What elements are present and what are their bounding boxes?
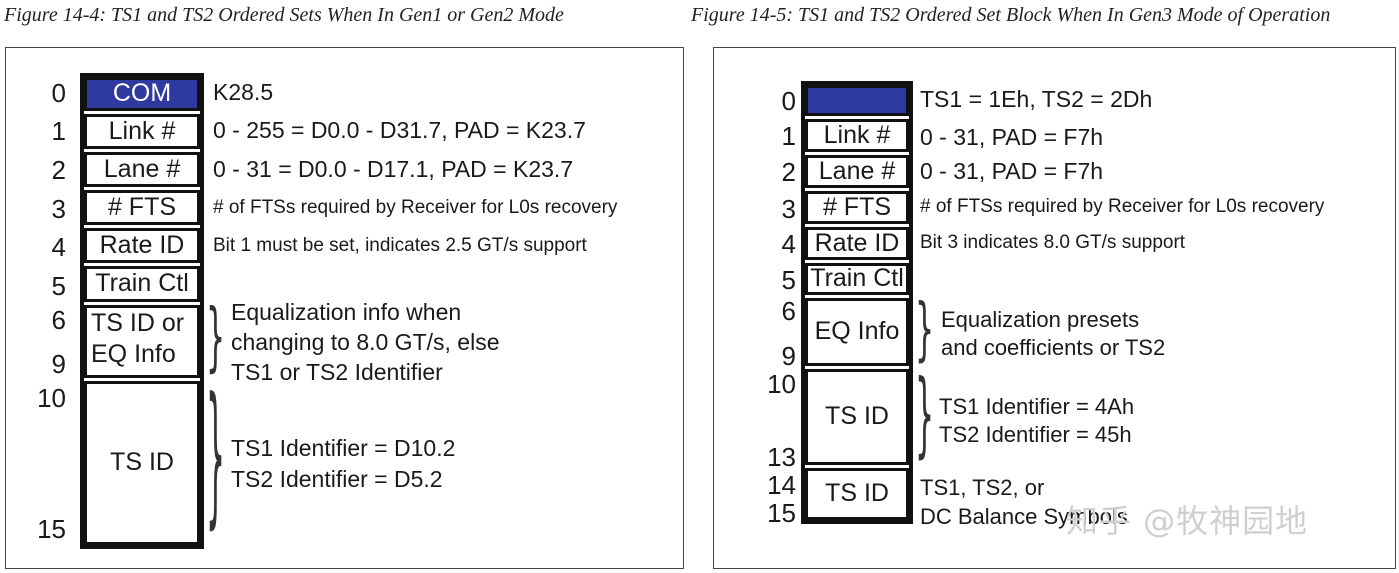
right-symbol-num-3: 3 [781, 194, 796, 224]
right-cell-ts-identifier-fill [805, 85, 909, 116]
right-desc-ts2-identifier: TS2 Identifier = 45h [939, 422, 1132, 447]
right-symbol-num-5: 5 [781, 265, 796, 295]
left-cell-ts-id: TS ID [84, 381, 200, 545]
watermark-text: 知乎 @牧神园地 [1066, 502, 1309, 540]
left-cell-fts: # FTS [84, 190, 200, 225]
left-symbol-num-5: 5 [51, 271, 66, 301]
left-desc-eq-line1: Equalization info when [231, 299, 462, 325]
left-cell-rate-id: Rate ID [84, 228, 200, 263]
right-cell-ts-id: TS ID [805, 369, 909, 465]
right-symbol-num-2: 2 [781, 157, 796, 187]
right-desc-ts1-identifier: TS1 Identifier = 4Ah [939, 394, 1135, 419]
left-cell-train-ctl: Train Ctl [84, 266, 200, 302]
left-cell-link: Link # [84, 114, 200, 149]
left-desc-eq-line2: changing to 8.0 GT/s, else [231, 329, 500, 355]
right-symbol-num-13: 13 [767, 442, 796, 472]
left-cell-tsid-or-eq-info: TS ID or EQ Info [84, 305, 200, 378]
right-ordered-set-outline [801, 81, 913, 524]
left-cell-tsid-or-eq-info-line1: TS ID or [91, 309, 185, 337]
left-desc-lane: 0 - 31 = D0.0 - D17.1, PAD = K23.7 [213, 156, 574, 182]
left-desc-link: 0 - 255 = D0.0 - D31.7, PAD = K23.7 [213, 117, 586, 143]
left-eq-brace: } [206, 294, 226, 382]
left-desc-eq-line3: TS1 or TS2 Identifier [231, 359, 443, 385]
right-eq-brace: } [915, 290, 935, 371]
left-symbol-num-10: 10 [37, 383, 66, 413]
right-desc-lane: 0 - 31, PAD = F7h [920, 158, 1104, 184]
left-symbol-num-3: 3 [51, 194, 66, 224]
right-desc-ts-identifier: TS1 = 1Eh, TS2 = 2Dh [920, 86, 1153, 112]
right-tsid-brace: } [915, 361, 935, 471]
left-desc-ts2-identifier: TS2 Identifier = D5.2 [231, 466, 443, 492]
left-symbol-num-15: 15 [37, 514, 66, 544]
right-cell-ts-id-14-15: TS ID [805, 468, 909, 520]
right-cell-fts: # FTS [805, 191, 909, 224]
right-desc-link: 0 - 31, PAD = F7h [920, 124, 1104, 150]
right-desc-eq-line1: Equalization presets [941, 307, 1140, 332]
right-cell-train-ctl: Train Ctl [805, 263, 909, 295]
right-desc-last-line2: DC Balance Symbols [920, 504, 1128, 529]
left-desc-fts: # of FTSs required by Receiver for L0s r… [213, 197, 618, 218]
right-cell-link: Link # [805, 119, 909, 152]
figure-14-4-caption: Figure 14-4: TS1 and TS2 Ordered Sets Wh… [4, 4, 564, 26]
right-desc-rate: Bit 3 indicates 8.0 GT/s support [920, 232, 1186, 253]
right-symbol-num-4: 4 [781, 229, 796, 259]
right-desc-eq-line2: and coefficients or TS2 [941, 335, 1166, 360]
left-cell-com: COM [84, 77, 200, 111]
right-desc-last-line1: TS1, TS2, or [920, 475, 1045, 500]
figure-14-5-caption: Figure 14-5: TS1 and TS2 Ordered Set Blo… [691, 4, 1331, 26]
right-cell-lane: Lane # [805, 155, 909, 188]
right-cell-rate-id: Rate ID [805, 227, 909, 260]
right-symbol-num-1: 1 [781, 121, 796, 151]
left-symbol-num-9: 9 [51, 349, 66, 379]
left-symbol-num-1: 1 [51, 116, 66, 146]
left-symbol-num-6: 6 [51, 305, 66, 335]
right-desc-fts: # of FTSs required by Receiver for L0s r… [920, 196, 1325, 217]
left-desc-com: K28.5 [213, 79, 274, 105]
left-cell-lane: Lane # [84, 152, 200, 187]
left-ordered-set-outline [80, 73, 204, 549]
right-symbol-num-9: 9 [781, 341, 796, 371]
left-desc-rate: Bit 1 must be set, indicates 2.5 GT/s su… [213, 235, 587, 256]
left-cell-tsid-or-eq-info-line2: EQ Info [91, 340, 176, 369]
right-symbol-num-0: 0 [781, 86, 796, 116]
right-cell-eq-info: EQ Info [805, 298, 909, 366]
right-symbol-num-10: 10 [767, 369, 796, 399]
left-symbol-num-4: 4 [51, 232, 66, 262]
left-symbol-num-0: 0 [51, 78, 66, 108]
left-symbol-num-2: 2 [51, 155, 66, 185]
left-desc-ts1-identifier: TS1 Identifier = D10.2 [231, 435, 456, 461]
right-symbol-num-15: 15 [767, 498, 796, 528]
right-symbol-num-14: 14 [767, 470, 796, 500]
right-symbol-num-6: 6 [781, 296, 796, 326]
left-tsid-brace: } [206, 368, 226, 548]
